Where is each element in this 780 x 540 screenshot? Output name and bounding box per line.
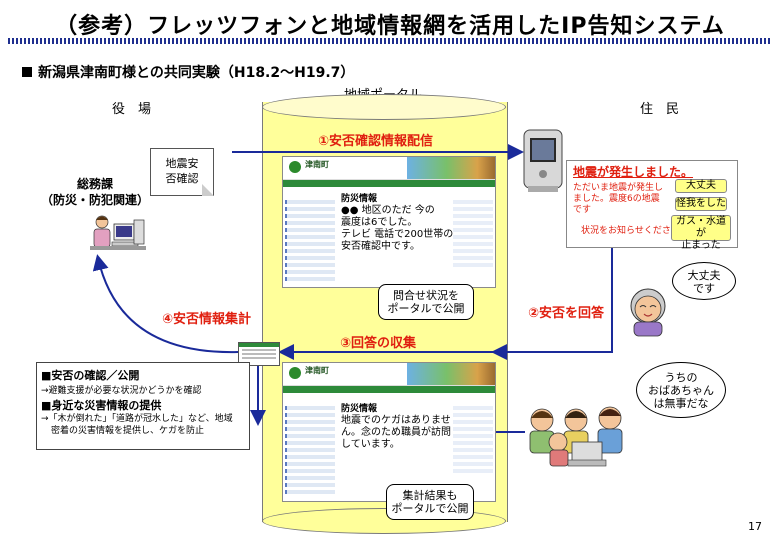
benefit2-desc-1: →「木が倒れた」「道路が冠水した」など、地域	[41, 414, 233, 424]
benefit2-desc-2: 密着の災害情報を提供し、ケガを防止	[51, 426, 205, 436]
benefit1-heading: ■安否の確認／公開	[41, 369, 140, 382]
reply-utilities-line2: 止まった	[681, 240, 721, 251]
reply-ok-button[interactable]: 大丈夫	[675, 179, 727, 193]
callout1-line1: 問合せ状況を	[393, 289, 459, 302]
header-residents: 住 民	[640, 102, 680, 117]
phone-screen-panel: 地震が発生しました。 ただいま地震が発生し ました。震度6の地震 です 状況をお…	[566, 160, 738, 251]
benefits-box: ■安否の確認／公開 →避難支援が必要な状況かどうかを確認 ■身近な災害情報の提供…	[36, 362, 250, 450]
doc-line2: 否確認	[165, 172, 199, 185]
site-nav-2	[283, 386, 495, 393]
subtitle-text: 新潟県津南町様との共同実験（H18.2～H19.7）	[38, 65, 355, 81]
family-line3: は無事だな	[653, 397, 709, 410]
grandmother-illustration	[630, 288, 666, 337]
flets-phone-icon	[523, 129, 563, 192]
callout-aggregate: 集計結果も ポータルで公開	[386, 484, 474, 520]
family-line1: うちの	[664, 371, 698, 384]
title-divider	[8, 38, 772, 44]
page-title: （参考）フレッツフォンと地域情報網を活用したIP告知システム	[55, 14, 725, 39]
arrow-step4	[92, 254, 239, 354]
reply-injured-button[interactable]: 怪我をした	[675, 197, 727, 211]
section-heading: 防災情報	[341, 194, 378, 204]
reply-utilities-button[interactable]: ガス・水道が 止まった	[671, 215, 731, 251]
header-office: 役 場	[112, 102, 152, 117]
site-banner-2	[407, 363, 495, 385]
quake-msg-4: 安否確認中です。	[341, 241, 420, 252]
portal-page-top: 津南町 防災情報 ●● 地区のただ 今の 震度は6でした。 テレビ 電話で200…	[282, 156, 496, 288]
alert-headline: 地震が発生しました。	[573, 165, 694, 179]
alert-document: 地震安 否確認	[150, 148, 214, 196]
result-msg-1: 地震でのケガはありませ	[341, 415, 451, 426]
grandma-line2: です	[693, 282, 715, 295]
alert-body-1: ただいま地震が発生し	[573, 183, 664, 193]
callout2-line1: 集計結果も	[402, 489, 458, 502]
callout1-line2: ポータルで公開	[387, 302, 465, 315]
arrow-step2	[491, 200, 613, 360]
alert-body-2: ました。震度6の地震	[573, 194, 660, 204]
portal-page-bottom: 津南町 防災情報 地震でのケガはありませ ん。念のため職員が訪問 しています。	[282, 362, 496, 502]
step3-label: ③回答の収集	[340, 336, 417, 351]
site-nav	[283, 180, 495, 187]
site-name-2: 津南町	[305, 366, 329, 375]
office-worker-illustration	[90, 215, 146, 250]
dept-role: （防災・防犯関連）	[40, 193, 149, 207]
alert-prompt: 状況をお知らせください	[581, 226, 680, 236]
town-logo-icon-2	[289, 367, 301, 379]
office-department: 総務課 （防災・防犯関連）	[40, 176, 150, 208]
site-banner	[407, 157, 495, 179]
benefit1-desc: →避難支援が必要な状況かどうかを確認	[41, 386, 202, 396]
grandma-speech-bubble: 大丈夫 です	[672, 262, 736, 300]
step4-label: ④安否情報集計	[162, 312, 252, 327]
doc-line1: 地震安	[165, 157, 199, 170]
quake-msg-3: テレビ 電話で200世帯の	[341, 229, 454, 240]
family-speech-bubble: うちの おばあちゃん は無事だな	[636, 362, 726, 418]
bullet-square-icon	[22, 67, 32, 77]
site-name: 津南町	[305, 160, 329, 169]
result-msg-2: ん。念のため職員が訪問	[341, 427, 451, 438]
dept-name: 総務課	[76, 177, 113, 191]
alert-body-3: です	[573, 205, 592, 215]
family-line2: おばあちゃん	[648, 384, 714, 397]
reply-utilities-line1: ガス・水道が	[676, 216, 726, 239]
benefit2-heading: ■身近な災害情報の提供	[41, 399, 162, 412]
callout-inquiry-status: 問合せ状況を ポータルで公開	[378, 284, 474, 320]
family-illustration	[529, 406, 623, 467]
town-logo-icon	[289, 161, 301, 173]
portal-cylinder-top	[262, 94, 506, 120]
step1-label: ①安否確認情報配信	[318, 134, 434, 149]
callout2-line2: ポータルで公開	[391, 502, 469, 515]
step2-label: ②安否を回答	[528, 306, 605, 321]
page-number: 17	[748, 520, 762, 533]
subtitle: 新潟県津南町様との共同実験（H18.2～H19.7）	[22, 62, 354, 82]
grandma-line1: 大丈夫	[687, 269, 721, 282]
quake-msg-2: 震度は6でした。	[341, 217, 418, 228]
quake-msg-1: ●● 地区のただ 今の	[341, 205, 435, 216]
section-heading-2: 防災情報	[341, 404, 378, 414]
result-msg-3: しています。	[341, 439, 400, 450]
